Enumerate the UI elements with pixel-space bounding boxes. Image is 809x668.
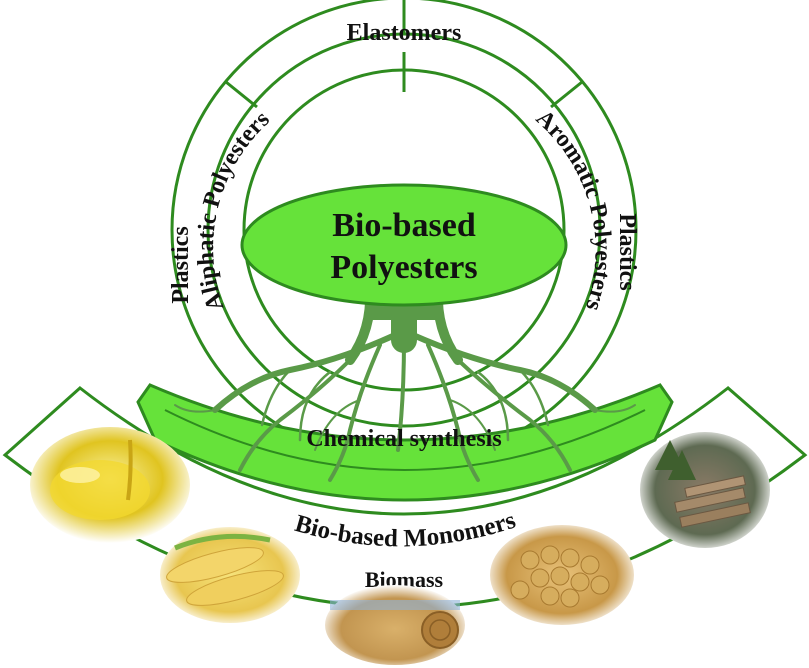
center-title-line2: Polyesters xyxy=(330,249,477,286)
outer-divider-left xyxy=(225,80,258,109)
soybeans-image xyxy=(490,525,634,625)
corn-image xyxy=(160,527,300,623)
center-title-line1: Bio-based xyxy=(332,207,476,244)
timber-logs-image xyxy=(640,432,770,548)
outer-divider-right xyxy=(550,80,583,109)
hay-bales-image xyxy=(325,585,465,665)
chemical-synthesis-label: Chemical synthesis xyxy=(306,426,501,452)
vegetable-oil-image xyxy=(30,427,190,543)
plastics-right-label: Plastics xyxy=(614,213,640,290)
center-ellipse xyxy=(240,183,568,307)
monomers-band-inner xyxy=(164,409,646,471)
plastics-left-label: Plastics xyxy=(168,226,194,303)
elastomers-label: Elastomers xyxy=(347,20,462,46)
monomers-band xyxy=(136,383,674,502)
